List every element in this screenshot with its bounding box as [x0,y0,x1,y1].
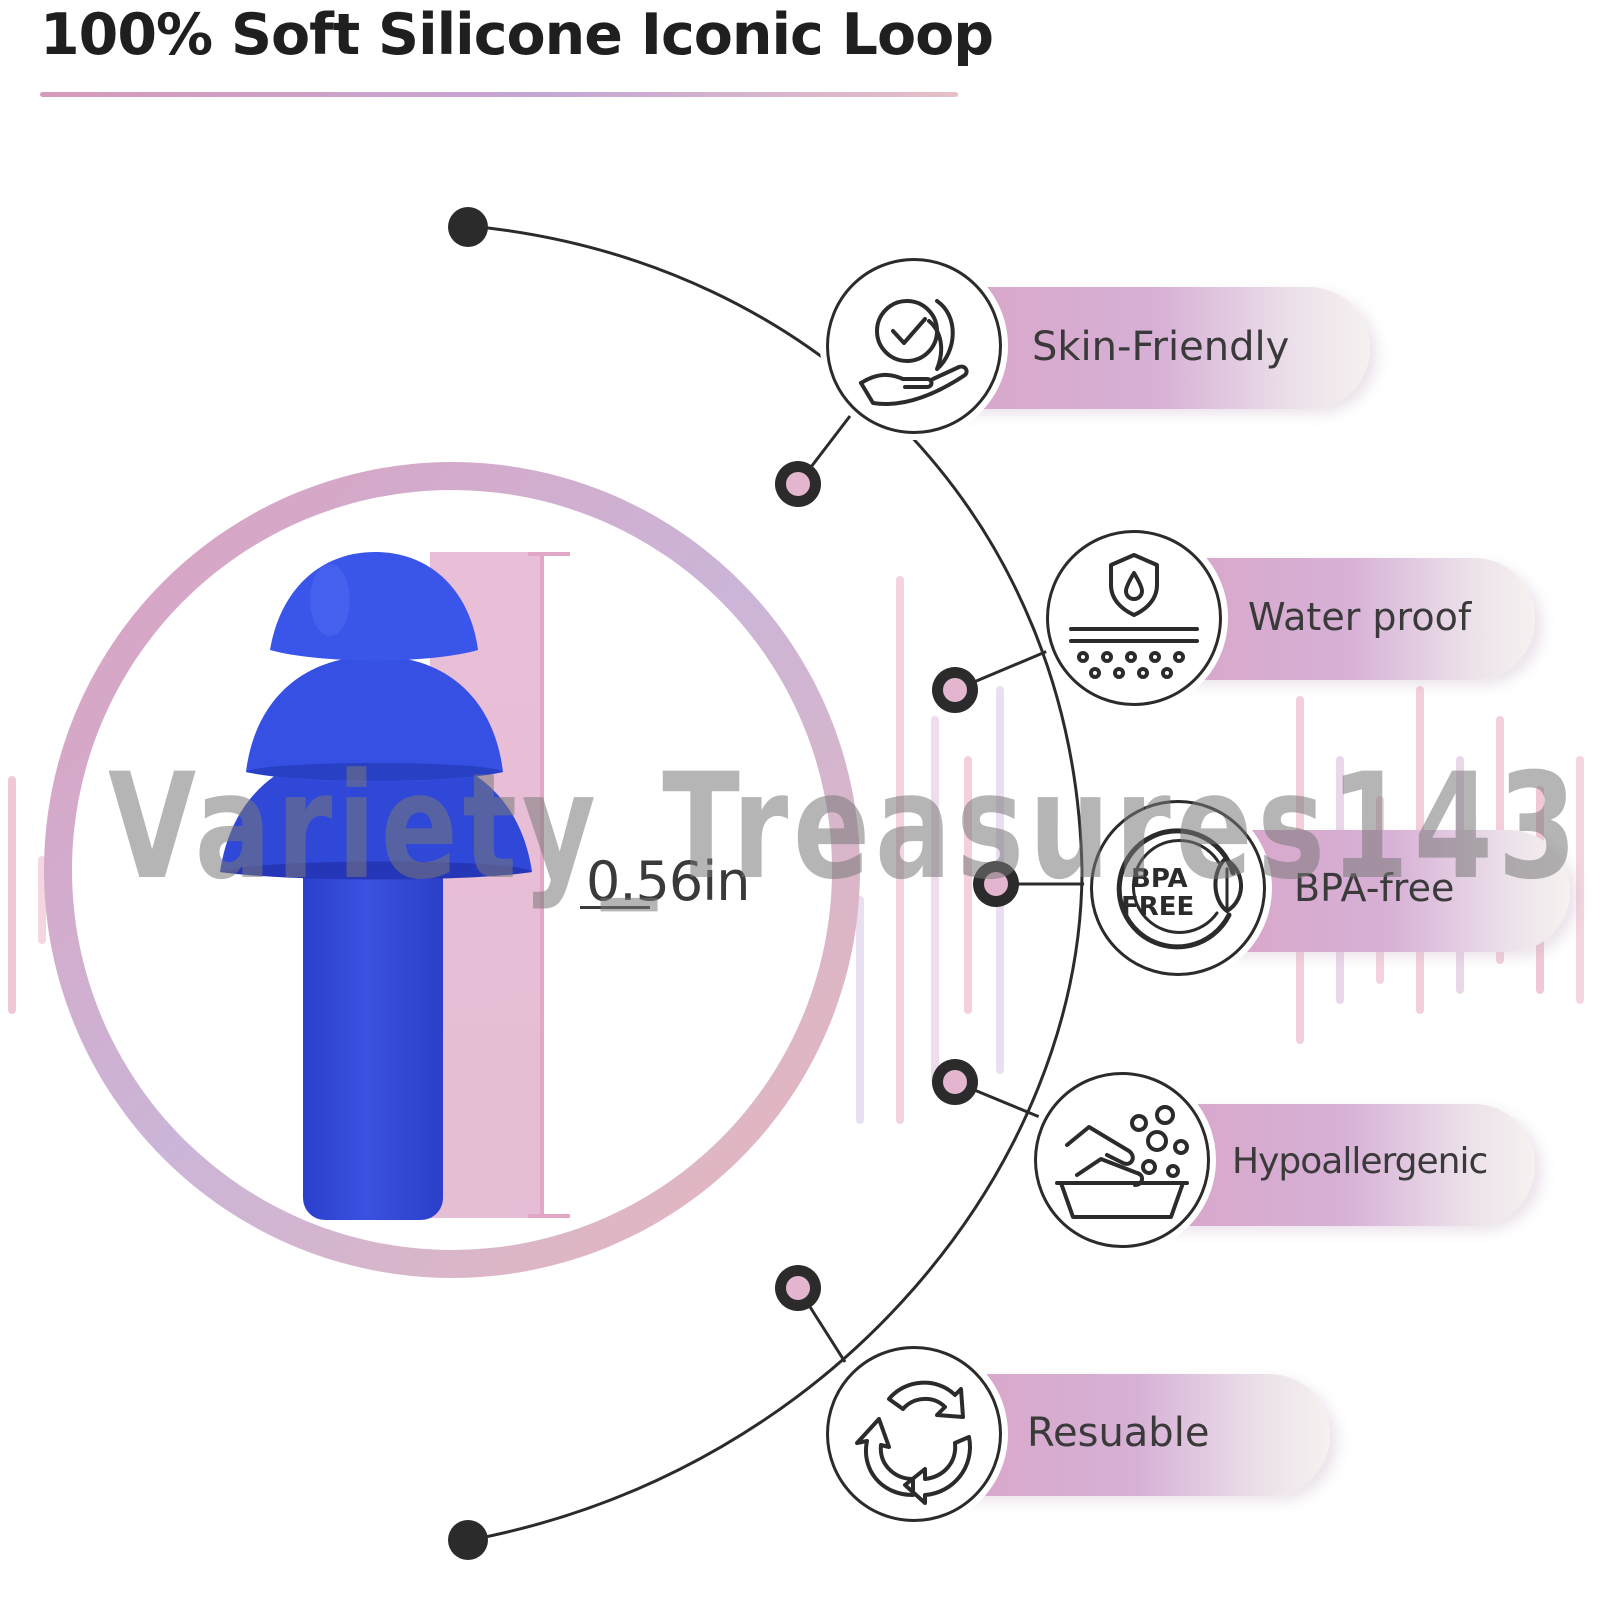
connector-arc [469,224,1084,1542]
title-underline [40,92,958,97]
feature-label-bpa-free: BPA-free [1294,866,1455,910]
reusable-icon [826,1346,1002,1522]
page-title: 100% Soft Silicone Iconic Loop [40,2,994,68]
feature-label-hypoallergenic: Hypoallergenic [1232,1141,1488,1182]
hypoallergenic-icon [1034,1072,1210,1248]
feature-label-skin-friendly: Skin-Friendly [1032,324,1290,370]
skin-friendly-icon [826,258,1002,434]
measure-bar [430,552,540,1218]
bpa-free-icon: BPA FREE [1090,800,1266,976]
measurement-underline [580,906,650,909]
feature-label-reusable: Resuable [1027,1410,1210,1456]
bpa-badge-line2: FREE [1121,892,1194,922]
watermark-text: Variety_Treasures143 [108,742,1582,912]
feature-label-waterproof: Water proof [1248,595,1472,639]
bpa-badge-line1: BPA [1131,864,1188,894]
waterproof-icon [1046,530,1222,706]
measurement-label: 0.56in [586,850,750,913]
arc-end-dot-bottom [448,1520,488,1560]
arc-end-dot-top [448,207,488,247]
earplug-image [220,552,532,1220]
ring-node-dots [775,461,1019,1311]
